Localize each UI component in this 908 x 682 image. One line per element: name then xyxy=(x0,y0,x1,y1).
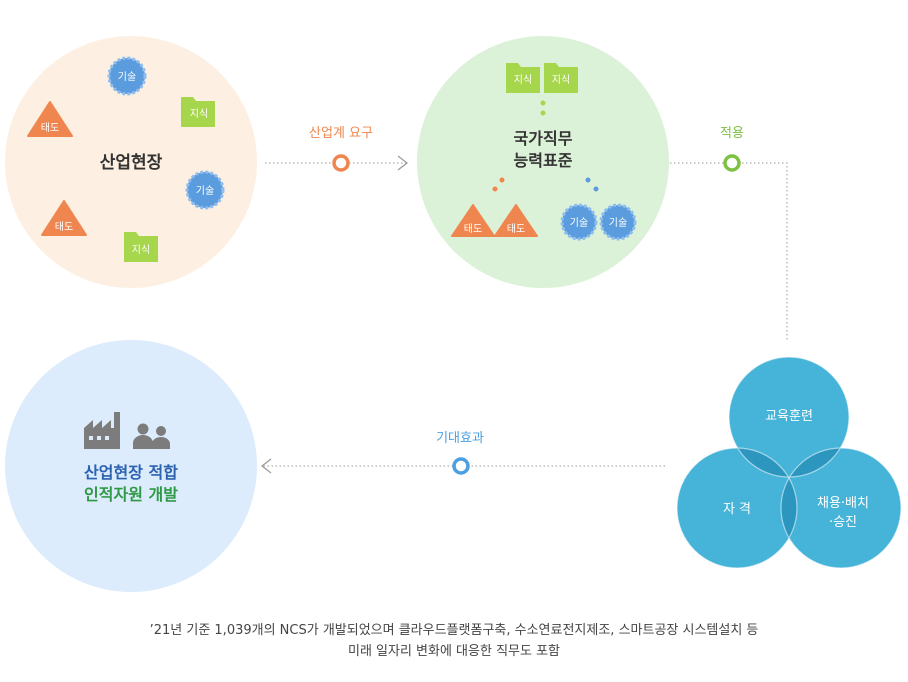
arrow-head-icon xyxy=(261,458,272,474)
knowledge-folder-icon: 지식 xyxy=(544,63,578,93)
skill-gear-icon: 기술 xyxy=(560,203,598,241)
skill-gear-icon: 기술 xyxy=(185,170,225,210)
skill-gear-icon: 기술 xyxy=(107,56,147,96)
venn-qualification-label: 자 격 xyxy=(723,502,751,517)
knowledge-badge-label: 지식 xyxy=(190,108,208,120)
knowledge-badge-label: 지식 xyxy=(552,74,570,86)
connector-dot xyxy=(540,100,546,106)
knowledge-badge-label: 지식 xyxy=(132,244,150,256)
ncs-label-line1: 국가직무 xyxy=(514,129,573,148)
attitude-badge-label: 태도 xyxy=(41,122,59,134)
expected-effect-label: 기대효과 xyxy=(436,431,484,446)
connector-dot xyxy=(492,186,498,192)
industry-site-label: 산업현장 xyxy=(100,153,163,173)
result-label-line1: 산업현장 적합 xyxy=(84,463,178,482)
knowledge-folder-icon: 지식 xyxy=(181,97,215,127)
ncs-label-line2: 능력표준 xyxy=(514,151,573,170)
apply-label: 적용 xyxy=(720,126,744,141)
apply-node xyxy=(723,154,741,172)
knowledge-folder-icon: 지식 xyxy=(506,63,540,93)
expected-effect-node xyxy=(452,457,470,475)
people-icon xyxy=(133,423,170,449)
skill-badge-label: 기술 xyxy=(609,217,627,229)
apply-arrow-line xyxy=(670,162,788,342)
footnote-line2: 미래 일자리 변화에 대응한 직무도 포함 xyxy=(347,644,561,659)
footnote-line1: ’21년 기준 1,039개의 NCS가 개발되었으며 클라우드플랫폼구축, 수… xyxy=(149,623,759,638)
venn-hiring-label-line1: 채용·배치 xyxy=(817,496,869,511)
knowledge-badge-label: 지식 xyxy=(514,74,532,86)
result-label-line2: 인적자원 개발 xyxy=(84,485,178,504)
attitude-triangle-icon: 태도 xyxy=(451,204,495,237)
attitude-triangle-icon: 태도 xyxy=(41,200,87,236)
skill-badge-label: 기술 xyxy=(118,71,136,83)
venn-education-label: 교육훈련 xyxy=(765,409,813,424)
industry-demand-label: 산업계 요구 xyxy=(309,126,373,141)
connector-dot xyxy=(593,186,599,192)
footnote-caption: ’21년 기준 1,039개의 NCS가 개발되었으며 클라우드플랫폼구축, 수… xyxy=(0,620,908,662)
attitude-triangle-icon: 태도 xyxy=(27,101,73,137)
skill-gear-icon: 기술 xyxy=(599,203,637,241)
attitude-badge-label: 태도 xyxy=(464,223,482,235)
connector-dot xyxy=(585,177,591,183)
attitude-triangle-icon: 태도 xyxy=(494,204,538,237)
connector-dot xyxy=(499,177,505,183)
attitude-badge-label: 태도 xyxy=(507,223,525,235)
venn-hiring-label-line2: ·승진 xyxy=(829,515,857,530)
attitude-badge-label: 태도 xyxy=(55,221,73,233)
knowledge-folder-icon: 지식 xyxy=(124,232,158,262)
skill-badge-label: 기술 xyxy=(196,185,214,197)
industry-demand-node xyxy=(332,154,350,172)
venn-education-circle xyxy=(729,357,849,477)
skill-badge-label: 기술 xyxy=(570,217,588,229)
venn-hiring-circle xyxy=(781,448,901,568)
venn-qualification-circle xyxy=(677,448,797,568)
factory-icon xyxy=(84,412,120,449)
arrow-head-icon xyxy=(397,155,408,171)
result-circle xyxy=(5,340,257,592)
connector-dot xyxy=(540,110,546,116)
